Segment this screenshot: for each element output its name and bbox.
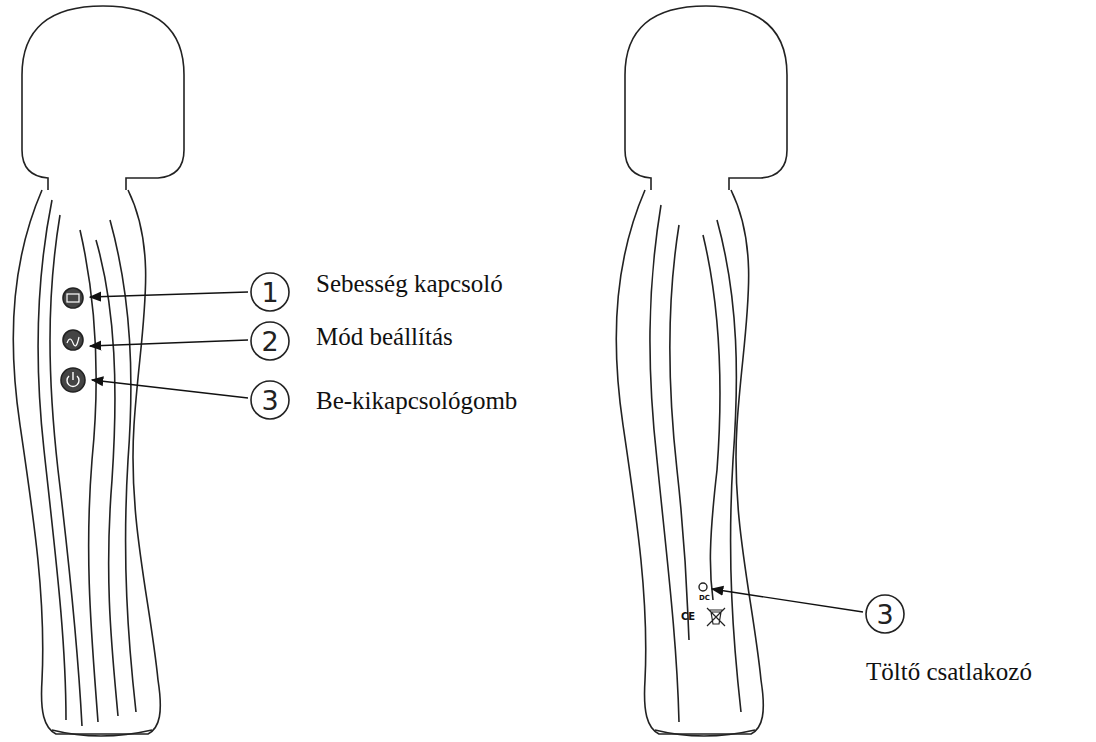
wand-body [616, 190, 763, 734]
callout-number: 3 [250, 380, 290, 420]
mode-icon [67, 337, 79, 346]
port-marking: DC [699, 595, 710, 602]
callout-circle: 3 [250, 380, 290, 420]
body-groove [80, 230, 98, 722]
callout-circle: 3 [865, 594, 905, 634]
callout-circle: 2 [250, 321, 290, 361]
wand-head [625, 6, 787, 190]
wand-back [616, 6, 787, 736]
callout-circle-shape [251, 322, 289, 360]
callout-circle: 1 [250, 272, 290, 312]
body-groove [110, 220, 136, 712]
wand-front [13, 6, 184, 736]
body-groove [717, 220, 741, 712]
leader-arrow [90, 340, 248, 346]
body-groove [650, 205, 679, 722]
callout-number: 1 [250, 272, 290, 312]
body-groove [50, 215, 82, 726]
power-button [61, 368, 85, 392]
charging-port [699, 583, 707, 591]
callout-number: 3 [865, 594, 905, 634]
body-groove [96, 240, 118, 716]
wand-base [52, 730, 152, 736]
leader-arrow [90, 292, 248, 297]
callout-circle-shape [251, 381, 289, 419]
power-icon [67, 372, 79, 386]
leader-arrow [92, 380, 248, 398]
callout-circle-shape [866, 595, 904, 633]
mode-button [63, 330, 83, 350]
leader-arrows [90, 292, 863, 612]
wand-body [13, 190, 160, 734]
wand-head [22, 6, 184, 190]
body-groove [670, 225, 689, 640]
speed-icon [67, 294, 79, 302]
part-label: Sebesség kapcsoló [316, 270, 503, 298]
disposal-bin-symbol [707, 608, 725, 626]
leader-arrow [712, 589, 863, 612]
body-groove [703, 235, 720, 600]
wand-base [655, 730, 755, 736]
part-label: Töltő csatlakozó [866, 658, 1032, 686]
certification-mark: CE [681, 612, 695, 622]
callout-circle-shape [251, 273, 289, 311]
speed-button [63, 288, 83, 308]
callout-number: 2 [250, 321, 290, 361]
part-label: Mód beállítás [316, 323, 453, 351]
part-label: Be-kikapcsológomb [316, 387, 517, 415]
